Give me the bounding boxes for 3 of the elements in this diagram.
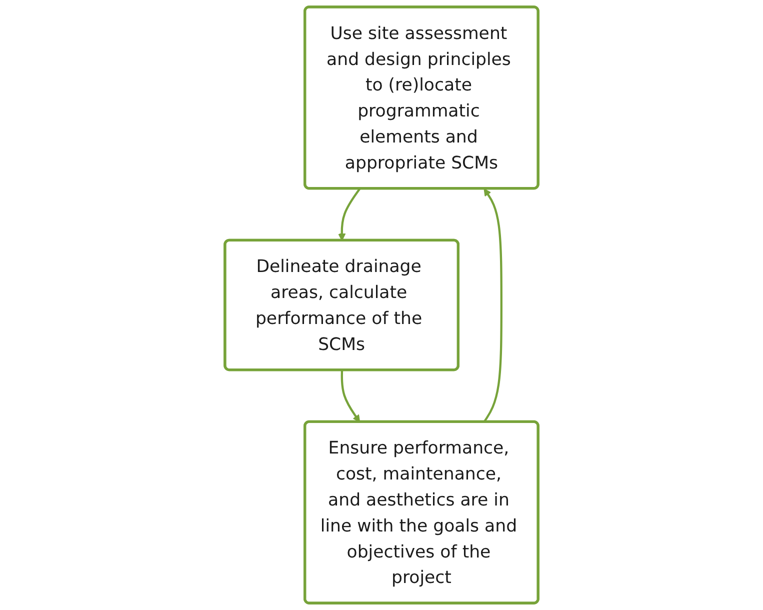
arrow: [338, 188, 361, 241]
arrow: [483, 188, 502, 423]
arrow: [340, 370, 360, 422]
